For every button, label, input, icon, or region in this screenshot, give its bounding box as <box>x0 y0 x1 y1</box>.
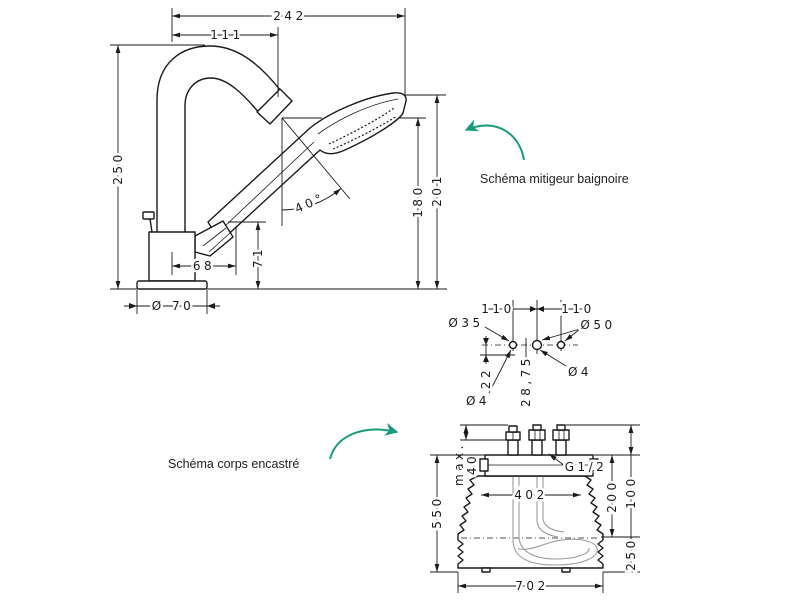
dim-upper-section: 200 <box>601 455 640 538</box>
internal-hose <box>512 476 598 566</box>
dim-label-pin-offset-right: 28,75 <box>519 355 533 407</box>
connector-right <box>552 424 570 456</box>
dim-label-overall-reach: 242 <box>273 9 306 23</box>
connector-cap <box>508 425 518 433</box>
body-outline <box>457 424 604 573</box>
dim-label-shower-tilt: 40° <box>293 190 328 216</box>
hole-outer <box>508 340 518 350</box>
connector-pipe <box>507 439 519 456</box>
angle-leg-diagonal <box>281 117 351 200</box>
dim-label-projection-prefix: max. <box>452 442 466 486</box>
dim-base-diameter: Ø 70 <box>124 290 220 316</box>
arrowhead <box>129 303 137 309</box>
dim-label-base-diameter: Ø 70 <box>152 299 195 313</box>
body-foot <box>481 567 491 573</box>
dim-label-frame-span: 402 <box>514 488 547 502</box>
dim-diverter-level: 71 <box>228 221 268 289</box>
spout-inner-edge <box>184 77 261 232</box>
label-thread: G1/2 <box>565 460 608 474</box>
dim-frame-span: 402 <box>481 486 581 505</box>
leader-shower-hole-middle <box>541 328 581 341</box>
dim-label-lower-section: 250 <box>624 537 638 570</box>
dim-shower-lower-level: 180 <box>398 117 428 289</box>
connector-cap <box>532 424 542 431</box>
handshower-spray-face <box>328 107 398 150</box>
faucet-caption: Schéma mitigeur baignoire <box>480 172 629 186</box>
label-shower-holes: Ø50 <box>580 318 615 332</box>
handshower-head-rim <box>317 98 399 135</box>
arrowhead <box>483 355 489 362</box>
faucet-drawing: 242 111 250 180 201 40° <box>109 7 629 316</box>
arrowhead <box>561 306 568 312</box>
dim-label-body-offset: 68 <box>193 259 215 273</box>
dim-label-upper-section: 200 <box>605 479 619 512</box>
connector-cap <box>556 424 566 431</box>
dim-label-diverter-level: 71 <box>251 246 265 268</box>
arrowhead <box>207 303 215 309</box>
connector-pipe <box>531 439 543 456</box>
body-housing <box>457 475 604 569</box>
label-outer-hole: Ø35 <box>448 316 483 330</box>
body-foot <box>561 567 571 573</box>
dim-body-offset: 68 <box>171 226 237 276</box>
dim-label-shower-upper-level: 201 <box>430 173 444 206</box>
arrowhead <box>506 306 513 312</box>
faucet-outline <box>136 45 407 290</box>
connector-middle <box>528 424 546 456</box>
spout-outer-edge <box>156 45 282 232</box>
body-caption: Schéma corps encastré <box>168 457 299 471</box>
dim-max-projection: max. 40 <box>450 424 508 488</box>
diverter-detail <box>202 227 231 253</box>
connector-pipe <box>555 439 567 456</box>
hole-right <box>556 340 566 350</box>
lever-stem <box>149 218 153 233</box>
dim-label-overall-rise: 250 <box>111 151 125 184</box>
dim-connector-section: 100 <box>566 424 641 537</box>
dim-label-body-overall-rise: 550 <box>430 495 444 528</box>
label-pin-left: Ø4 <box>466 394 490 408</box>
handshower <box>207 92 407 243</box>
dim-label-spacing-right: 110 <box>561 302 594 316</box>
dim-label-shower-lower-level: 180 <box>411 184 425 217</box>
angle-arc <box>281 188 342 211</box>
arrowhead <box>483 338 489 345</box>
curved-arrow-icon <box>464 119 525 161</box>
dim-body-overall-rise: 550 <box>428 454 485 573</box>
connector-nut <box>552 429 570 441</box>
dim-label-spout-reach: 111 <box>210 28 243 42</box>
dim-shower-upper-level: 201 <box>405 94 447 289</box>
dim-label-projection-value: 40 <box>465 453 479 475</box>
mounting-frame-end <box>589 458 599 472</box>
mounting-frame-end <box>479 458 489 472</box>
dim-spout-reach: 111 <box>172 26 279 97</box>
hole-middle <box>531 339 543 351</box>
lever-knob <box>142 211 155 220</box>
dim-overall-rise: 250 <box>109 44 205 289</box>
dim-label-body-overall-span: 702 <box>515 579 548 593</box>
handshower-handle-edge <box>223 141 315 228</box>
concealed-body-drawing: Schéma corps encastré <box>168 423 641 596</box>
dim-lower-section: 250 <box>603 535 641 573</box>
leader-line <box>548 453 566 467</box>
arrowhead <box>537 306 544 312</box>
hole-layout-drawing: 110 110 Ø35 Ø50 Ø4 Ø4 22 28,75 <box>446 300 615 411</box>
dim-overall-reach: 242 <box>171 7 406 97</box>
leader-pin-right <box>539 349 567 367</box>
dim-body-overall-span: 702 <box>457 572 604 596</box>
spout-outlet <box>256 88 293 125</box>
connector-nut <box>528 429 546 441</box>
dim-label-spacing-left: 110 <box>481 302 514 316</box>
dim-label-pin-offset-left: 22 <box>479 367 493 389</box>
dim-label-connector-section: 100 <box>624 475 638 508</box>
label-pin-right: Ø4 <box>568 365 592 379</box>
arrowhead <box>530 306 537 312</box>
curved-arrow-icon <box>329 423 399 460</box>
leader-outer-hole <box>484 326 510 342</box>
leader-pin-left <box>488 349 512 394</box>
thread-callout: G1/2 <box>548 453 608 477</box>
connector-left <box>505 425 521 456</box>
leader-shower-hole-right <box>564 328 581 342</box>
base-plate <box>136 280 208 290</box>
